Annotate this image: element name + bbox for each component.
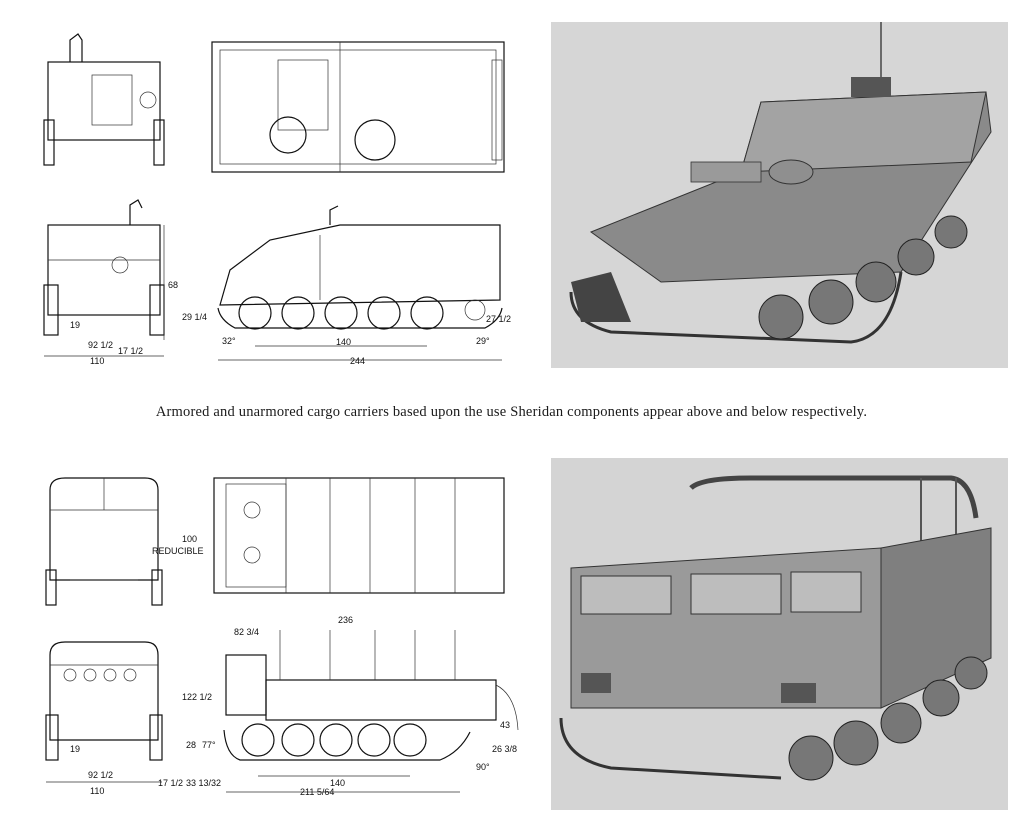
dim-reducible: REDUCIBLE (152, 546, 204, 556)
dim-approach-angle: 32° (222, 336, 236, 346)
unarmored-rear-view (45, 641, 163, 761)
armored-side-view (217, 205, 503, 330)
dim-rear-height-2: 26 3/8 (492, 744, 517, 754)
dim-rear-top: 43 (500, 720, 510, 730)
armored-top-view (211, 41, 505, 173)
dim-wheelbase: 140 (336, 337, 351, 347)
dim-wheelbase-2: 140 (330, 778, 345, 788)
dim-track-gap-2: 17 1/2 (158, 778, 183, 788)
unarmored-front-view (45, 477, 163, 606)
dim-cab-length: 82 3/4 (234, 627, 259, 637)
dim-track-width: 19 (70, 320, 80, 330)
figure-caption: Armored and unarmored cargo carriers bas… (155, 404, 868, 420)
dim-side-height: 122 1/2 (182, 692, 212, 702)
dim-height: 68 (168, 280, 178, 290)
dim-track-gap: 17 1/2 (118, 346, 143, 356)
dim-width-inner: 92 1/2 (88, 340, 113, 350)
dim-departure-angle-2: 90° (476, 762, 490, 772)
dim-top-height: 100 (182, 534, 197, 544)
dim-front-height: 29 1/4 (182, 312, 207, 322)
dim-departure-angle: 29° (476, 336, 490, 346)
armored-rear-view (43, 199, 165, 336)
armored-carrier-illustration (551, 22, 1008, 368)
dim-ground-clearance: 28 (186, 740, 196, 750)
dim-width-inner-2: 92 1/2 (88, 770, 113, 780)
dim-overall-length: 236 (338, 615, 353, 625)
dim-track-width-2: 19 (70, 744, 80, 754)
unarmored-carrier-illustration (551, 458, 1008, 810)
dim-extra-width: 33 13/32 (186, 778, 221, 788)
armored-drawings: 68 19 92 1/2 17 1/2 110 29 1/4 27 1/2 32… (30, 20, 530, 370)
armored-front-view (43, 33, 165, 166)
unarmored-top-view (213, 477, 505, 594)
dim-overall-width: 110 (90, 356, 104, 366)
dim-rear-height: 27 1/2 (486, 314, 511, 324)
dim-overall-width-2: 110 (90, 786, 104, 796)
unarmored-drawings: 100 REDUCIBLE 122 1/2 19 92 1/2 (30, 470, 530, 830)
dim-approach-angle-2: 77° (202, 740, 216, 750)
dim-length: 244 (350, 356, 365, 366)
unarmored-side-view (223, 630, 519, 761)
dim-length-211: 211 5/64 (300, 787, 334, 797)
